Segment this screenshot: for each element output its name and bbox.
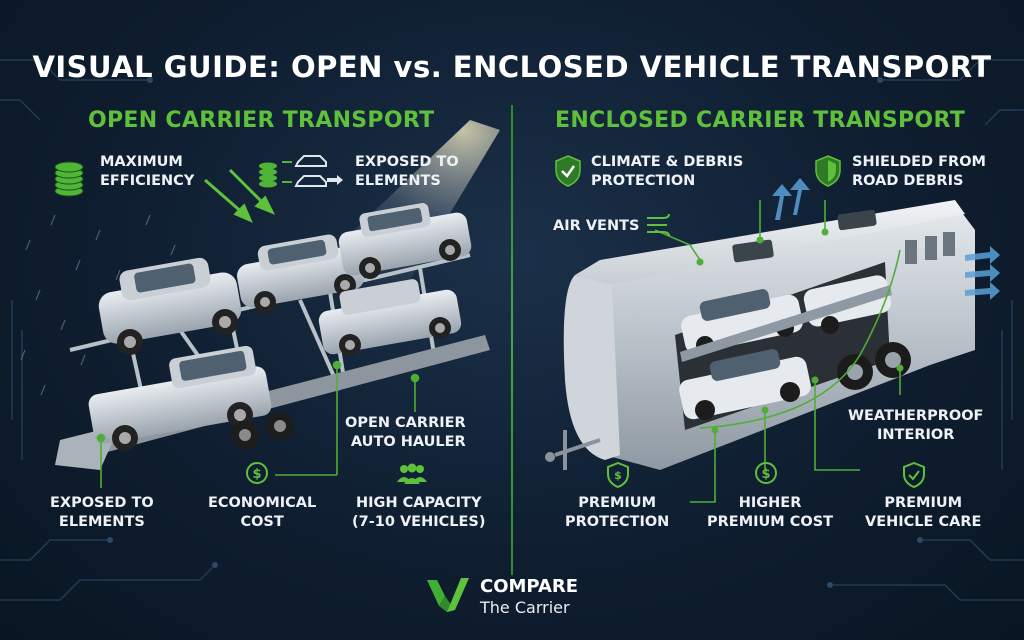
brand-name: COMPARE [480,576,579,597]
brand-tagline: The Carrier [480,598,570,617]
dollar-badge-icon: $ [246,462,268,484]
check-badge-icon [903,462,925,488]
label-air-vents: AIR VENTS [553,218,640,234]
label-high-capacity: HIGH CAPACITY (7-10 VEHICLES) [352,495,486,530]
brand-logo-icon [427,578,469,612]
open-carrier-illustration [20,120,500,488]
page-title: VISUAL GUIDE: OPEN vs. ENCLOSED VEHICLE … [32,50,992,84]
cars-arrows-icon [259,155,327,188]
label-vehicle-care: PREMIUM VEHICLE CARE [865,495,982,530]
label-exposed-top: EXPOSED TO ELEMENTS [355,154,459,189]
car [98,257,242,355]
arrow-right-icon [327,175,343,185]
label-economical-cost: ECONOMICAL COST [208,495,317,530]
svg-text:$: $ [614,469,622,482]
air-vent-icon [647,213,670,237]
svg-text:$: $ [761,467,770,482]
shield-check-icon [555,155,581,187]
label-exposed-bottom: EXPOSED TO ELEMENTS [50,495,154,530]
label-auto-hauler: OPEN CARRIER AUTO HAULER [345,415,466,450]
label-higher-cost: HIGHER PREMIUM COST [707,495,834,530]
dollar-badge-icon: $ [755,462,777,484]
open-section-heading: OPEN CARRIER TRANSPORT [88,108,435,133]
label-weatherproof: WEATHERPROOF INTERIOR [848,408,984,443]
label-shielded-debris: SHIELDED FROM ROAD DEBRIS [852,154,986,189]
enclosed-section-heading: ENCLOSED CARRIER TRANSPORT [555,108,965,133]
people-group-icon [397,463,427,484]
section-divider [511,105,513,575]
label-climate-debris: CLIMATE & DEBRIS PROTECTION [591,154,744,189]
label-max-efficiency: MAXIMUM EFFICIENCY [100,154,195,189]
label-premium-protection: PREMIUM PROTECTION [565,495,670,530]
svg-text:$: $ [252,467,261,482]
dollar-shield-icon: $ [607,462,629,488]
coin-stack-icon [54,161,84,197]
shield-icon [815,155,841,187]
